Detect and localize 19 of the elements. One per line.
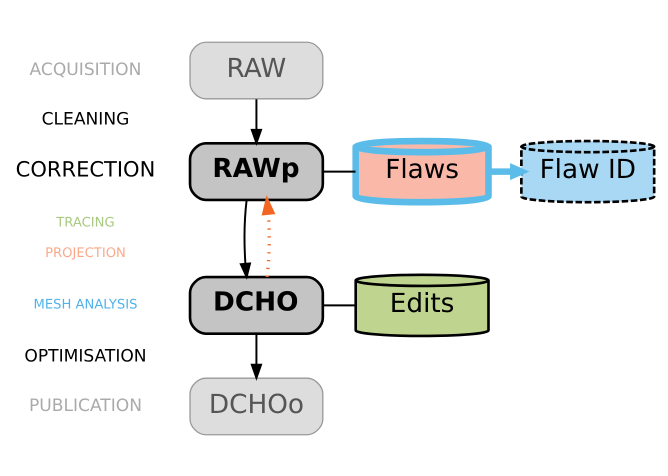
label: TRACING	[56, 215, 115, 230]
arrow	[239, 199, 252, 280]
arrow	[262, 194, 276, 277]
label: MESH ANALYSIS	[34, 297, 138, 312]
label: ACQUISITION	[30, 60, 142, 80]
node-box: RAWp	[188, 142, 324, 201]
label: CLEANING	[42, 108, 130, 129]
arrow	[250, 98, 262, 146]
label: OPTIMISATION	[24, 346, 147, 366]
label: CORRECTION	[16, 156, 156, 182]
arrow	[488, 162, 530, 180]
arrow	[250, 334, 262, 380]
label: PROJECTION	[45, 245, 126, 260]
label: PUBLICATION	[28, 395, 142, 416]
connector	[323, 304, 356, 306]
node-box: DCHOo	[189, 377, 324, 435]
connector	[323, 170, 356, 172]
node-box: DCHO	[188, 275, 324, 334]
node-box: RAW	[189, 41, 324, 99]
